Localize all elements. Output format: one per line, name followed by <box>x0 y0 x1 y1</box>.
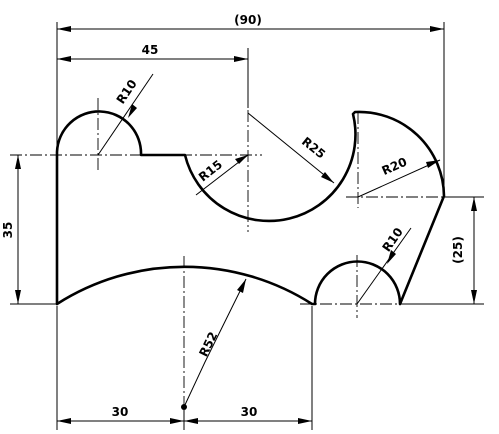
radius-middle-small-label: R15 <box>196 157 225 184</box>
bottom-left-label: 30 <box>112 405 129 419</box>
overall-width-label: (90) <box>234 13 262 27</box>
bottom-right-label: 30 <box>241 405 258 419</box>
left-width-label: 45 <box>142 43 159 57</box>
radius-bottom-right-label: R10 <box>380 225 406 254</box>
right-height-label: (25) <box>451 236 465 264</box>
radius-middle-large: R25 <box>247 112 335 184</box>
radius-bottom-large-label: R52 <box>196 330 220 359</box>
radius-top-left: R10 <box>97 73 154 156</box>
radius-right-label: R20 <box>380 155 409 178</box>
extension-lines <box>10 22 484 430</box>
radius-bottom-right: R10 <box>356 225 412 305</box>
left-height-label: 35 <box>1 222 15 239</box>
dimension-overall-width: (90) <box>57 13 444 32</box>
radius-bottom-large: R52 <box>181 278 247 410</box>
radius-middle-large-label: R25 <box>299 134 328 161</box>
dimension-bottom: 30 30 <box>57 405 312 424</box>
radius-right: R20 <box>357 155 441 198</box>
arc-center-point <box>181 404 187 410</box>
part-outline <box>55 110 446 306</box>
radius-middle-small: R15 <box>195 154 249 196</box>
dimension-left-height: 35 <box>1 155 21 304</box>
center-lines <box>10 98 478 410</box>
radius-top-left-label: R10 <box>114 77 140 106</box>
dimension-left-width: 45 <box>57 43 248 62</box>
dimension-right-height: (25) <box>451 197 477 304</box>
